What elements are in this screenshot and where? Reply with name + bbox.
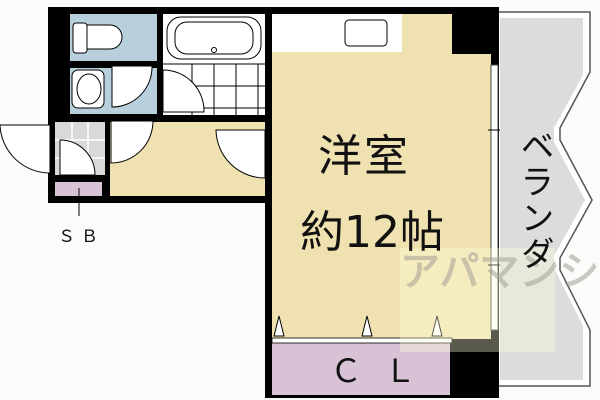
bath-door-icon	[162, 69, 205, 113]
closet-label: ＣＬ	[330, 352, 439, 390]
toilet-tank-icon	[72, 22, 88, 54]
drain-icon	[211, 47, 217, 53]
bathtub-inner	[174, 21, 254, 55]
closet-door-marker	[273, 315, 285, 337]
basin-icon	[76, 73, 102, 105]
shoe-box-label: ＳＢ	[58, 227, 104, 247]
veranda-floor	[500, 18, 585, 380]
western-room	[272, 14, 491, 339]
pillar	[452, 12, 492, 54]
closet-door-marker	[431, 315, 443, 337]
watermark-logo: アパマンショップ	[400, 248, 600, 352]
watermark-text: アパマンショップ	[400, 249, 600, 295]
hallway-door-icon	[110, 120, 154, 164]
stove-icon	[344, 19, 388, 47]
window-sash	[490, 64, 499, 331]
room-size-label: 約12帖	[300, 207, 444, 258]
room-name-label: 洋室	[318, 131, 410, 182]
washroom-door-icon	[111, 65, 153, 108]
room-door-icon	[215, 129, 266, 179]
toilet-bowl-icon	[86, 24, 123, 50]
front-door-icon[interactable]	[0, 124, 51, 174]
entrance-inner-door-icon	[59, 139, 96, 176]
closet-rail	[271, 337, 453, 344]
closet-door-marker	[361, 315, 373, 337]
veranda-label: ベランダ	[514, 128, 554, 272]
closet	[272, 343, 450, 395]
